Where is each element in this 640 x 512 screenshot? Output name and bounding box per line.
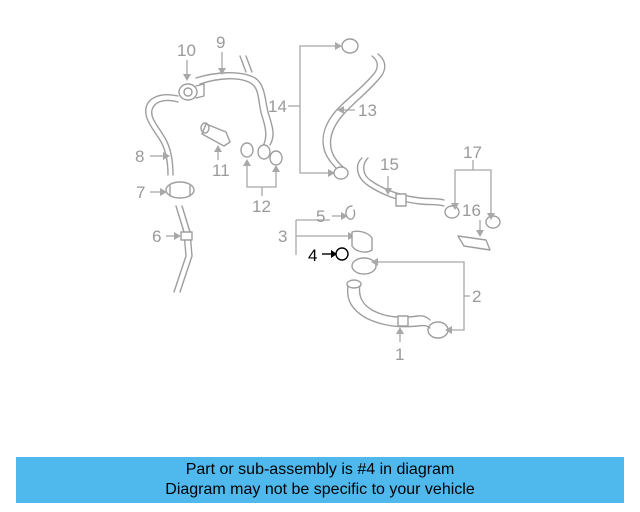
callout-4: 4 [308, 246, 317, 265]
part-13-hose [322, 38, 386, 180]
part-17-clamps [444, 205, 501, 229]
callout-10: 10 [177, 41, 196, 60]
part-15-hose [356, 157, 445, 207]
callout-17: 17 [463, 143, 482, 162]
callout-11: 11 [212, 161, 230, 180]
callout-3: 3 [278, 227, 287, 246]
callout-13: 13 [358, 101, 377, 120]
part-16-hose [457, 235, 491, 251]
caption-line-2: Diagram may not be specific to your vehi… [165, 481, 475, 498]
callout-2: 2 [472, 287, 481, 306]
part-3-connector [351, 230, 373, 253]
part-1-hose [346, 279, 431, 329]
part-12-seals [240, 142, 283, 166]
part-7-clamp [165, 181, 195, 199]
part-11-hose [200, 122, 231, 147]
part-2-clamps [351, 257, 449, 339]
part-4-o-ring [335, 247, 349, 261]
callout-6: 6 [152, 227, 161, 246]
part-5-clip [345, 205, 356, 220]
callout-5: 5 [316, 207, 325, 226]
parts-diagram: 9 10 8 7 6 11 [135, 33, 501, 364]
part-9-hose [195, 55, 274, 149]
part-8-pipe [145, 94, 179, 176]
part-6-hose [173, 205, 193, 293]
callout-14: 14 [268, 97, 287, 116]
callout-8: 8 [135, 147, 144, 166]
callout-15: 15 [380, 155, 399, 174]
callout-1: 1 [395, 345, 404, 364]
callout-16: 16 [462, 201, 481, 220]
part-10-clamp [178, 83, 205, 101]
caption-line-1: Part or sub-assembly is #4 in diagram [185, 461, 455, 478]
callout-12: 12 [252, 197, 271, 216]
caption-bar: Part or sub-assembly is #4 in diagram Di… [16, 457, 624, 503]
callout-9: 9 [216, 33, 225, 52]
callout-7: 7 [136, 183, 145, 202]
